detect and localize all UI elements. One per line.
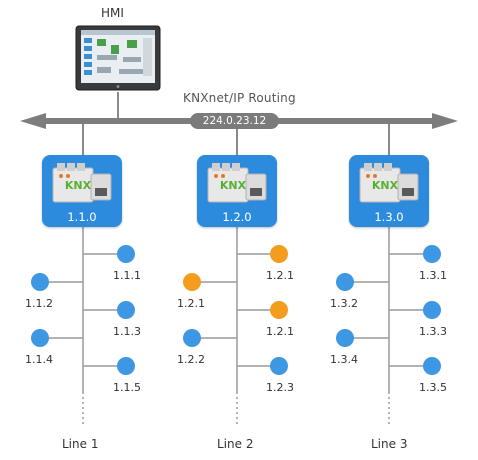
knx-device-icon: KNX [207,163,267,203]
coupler-address: 1.3.0 [374,210,404,224]
device-address: 1.3.3 [419,325,447,338]
device-node [336,329,354,347]
device-node [270,245,288,263]
line-2-label: Line 2 [217,437,254,451]
device-address: 1.3.1 [419,269,447,282]
device-node [336,273,354,291]
device-address: 1.2.3 [266,381,294,394]
hmi-panel-icon [75,25,161,91]
coupler-address: 1.2.0 [222,210,252,224]
device-address: 1.1.3 [113,325,141,338]
device-node [31,329,49,347]
device-node [31,273,49,291]
device-node [270,301,288,319]
device-address: 1.3.5 [419,381,447,394]
knx-logo: KNX [220,179,247,192]
device-node [423,301,441,319]
device-address: 1.1.4 [25,353,53,366]
hmi-label: HMI [101,6,124,20]
line-3-label: Line 3 [371,437,408,451]
knx-logo: KNX [65,179,92,192]
device-node [117,245,135,263]
line-coupler-3: KNX 1.3.0 [349,155,429,227]
device-address: 1.2.1 [266,269,294,282]
knx-device-icon: KNX [359,163,419,203]
multicast-address: 224.0.23.12 [190,113,279,129]
device-node [270,357,288,375]
backbone-label: KNXnet/IP Routing [183,91,296,105]
knx-logo: KNX [372,179,399,192]
device-address: 1.1.2 [25,297,53,310]
device-address: 1.3.2 [330,297,358,310]
coupler-address: 1.1.0 [67,210,97,224]
device-node [117,301,135,319]
knx-device-icon: KNX [52,163,112,203]
device-address: 1.2.1 [266,325,294,338]
device-node [183,273,201,291]
device-node [117,357,135,375]
device-address: 1.2.1 [177,297,205,310]
device-node [183,329,201,347]
device-node [423,357,441,375]
device-address: 1.1.1 [113,269,141,282]
line-coupler-1: KNX 1.1.0 [42,155,122,227]
line-coupler-2: KNX 1.2.0 [197,155,277,227]
device-address: 1.3.4 [330,353,358,366]
device-address: 1.2.2 [177,353,205,366]
line-1-label: Line 1 [62,437,99,451]
device-address: 1.1.5 [113,381,141,394]
device-node [423,245,441,263]
